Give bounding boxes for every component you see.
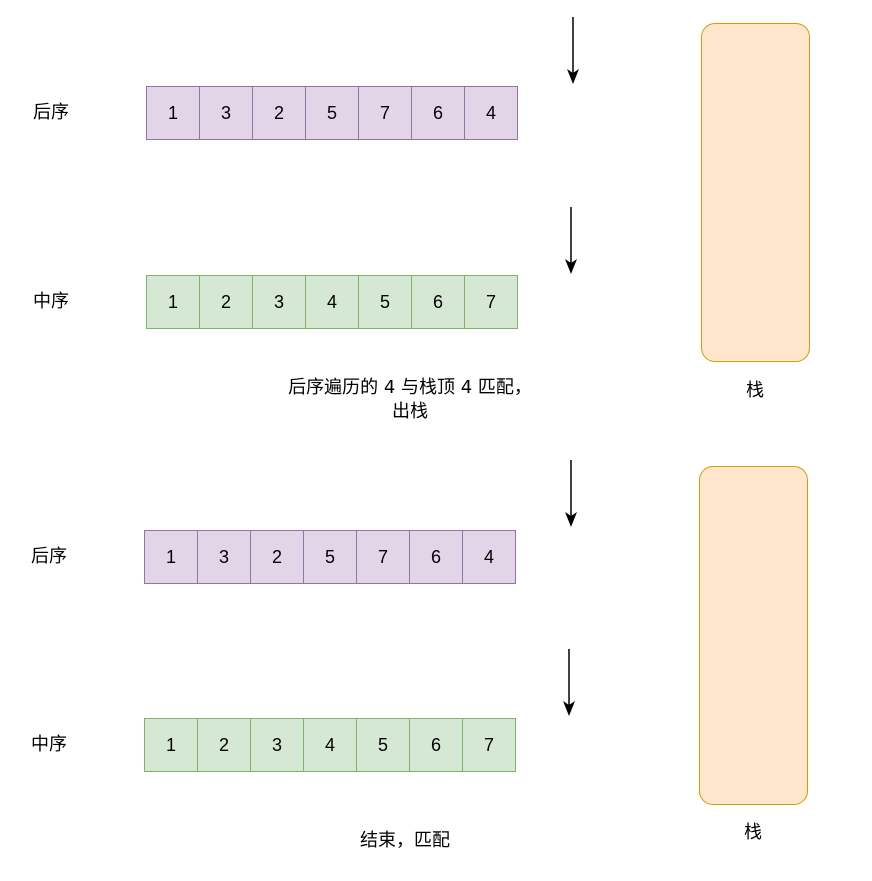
- postorder-cell: 4: [464, 86, 518, 140]
- step-caption: 后序遍历的 4 与栈顶 4 匹配， 出栈: [240, 376, 580, 424]
- postorder-cell: 4: [462, 530, 516, 584]
- inorder-cell: 2: [199, 275, 253, 329]
- postorder-cell: 3: [199, 86, 253, 140]
- inorder-cell: 3: [252, 275, 306, 329]
- caption-line: 结束，匹配: [360, 830, 450, 851]
- stack-container: [701, 23, 810, 362]
- inorder-cell: 3: [250, 718, 304, 772]
- postorder-cell: 5: [303, 530, 357, 584]
- inorder-label: 中序: [33, 291, 69, 312]
- inorder-cell: 2: [197, 718, 251, 772]
- postorder-cell: 7: [358, 86, 412, 140]
- inorder-pointer-arrow-icon: [565, 207, 577, 274]
- postorder-cell: 3: [197, 530, 251, 584]
- postorder-row: 1 3 2 5 7 6 4: [144, 530, 516, 584]
- inorder-row: 1 2 3 4 5 6 7: [144, 718, 516, 772]
- inorder-cell: 6: [411, 275, 465, 329]
- caption-line: 后序遍历的 4 与栈顶 4 匹配，: [288, 377, 532, 398]
- postorder-cell: 7: [356, 530, 410, 584]
- inorder-row: 1 2 3 4 5 6 7: [146, 275, 518, 329]
- stack-label: 栈: [746, 380, 764, 401]
- postorder-cell: 2: [250, 530, 304, 584]
- stack-label: 栈: [744, 822, 762, 843]
- postorder-label: 后序: [33, 102, 69, 123]
- postorder-label: 后序: [31, 546, 67, 567]
- inorder-cell: 5: [356, 718, 410, 772]
- postorder-pointer-arrow-icon: [565, 460, 577, 527]
- stack-container: [699, 466, 808, 805]
- inorder-cell: 6: [409, 718, 463, 772]
- postorder-cell: 6: [409, 530, 463, 584]
- inorder-cell: 7: [464, 275, 518, 329]
- inorder-cell: 1: [144, 718, 198, 772]
- inorder-pointer-arrow-icon: [563, 649, 575, 716]
- inorder-cell: 4: [305, 275, 359, 329]
- inorder-cell: 5: [358, 275, 412, 329]
- postorder-cell: 5: [305, 86, 359, 140]
- postorder-row: 1 3 2 5 7 6 4: [146, 86, 518, 140]
- inorder-label: 中序: [31, 734, 67, 755]
- caption-line: 出栈: [392, 401, 428, 422]
- inorder-cell: 1: [146, 275, 200, 329]
- postorder-cell: 2: [252, 86, 306, 140]
- inorder-cell: 4: [303, 718, 357, 772]
- postorder-cell: 1: [146, 86, 200, 140]
- postorder-cell: 6: [411, 86, 465, 140]
- postorder-cell: 1: [144, 530, 198, 584]
- step-caption: 结束，匹配: [300, 829, 510, 853]
- postorder-pointer-arrow-icon: [567, 17, 579, 84]
- inorder-cell: 7: [462, 718, 516, 772]
